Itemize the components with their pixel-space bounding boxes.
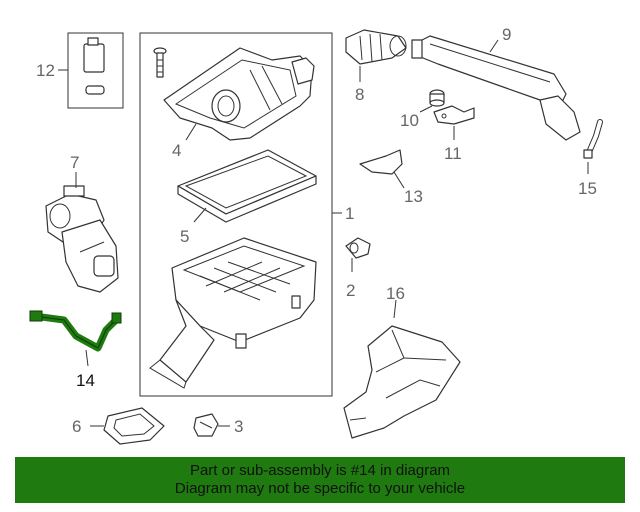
callout-7[interactable]: 7 [70, 153, 79, 172]
part-4-air-cleaner-cover[interactable] [163, 47, 315, 141]
callout-13[interactable]: 13 [404, 187, 423, 206]
air-cleaner-assembly-frame [139, 32, 333, 397]
part-16-air-duct[interactable] [343, 325, 461, 439]
leader-14 [85, 349, 89, 367]
part-13-bracket[interactable] [359, 149, 403, 175]
callout-1[interactable]: 1 [345, 204, 354, 223]
callout-12[interactable]: 12 [36, 61, 55, 80]
callout-15[interactable]: 15 [578, 179, 597, 198]
air-cleaner-lower-housing[interactable] [149, 237, 317, 389]
part-9-outlet-duct[interactable] [411, 35, 581, 141]
leader-5 [193, 207, 207, 223]
callout-16[interactable]: 16 [386, 284, 405, 303]
callout-5[interactable]: 5 [180, 227, 189, 246]
callout-10[interactable]: 10 [400, 111, 419, 130]
banner-line-1: Part or sub-assembly is #14 in diagram [189, 462, 451, 479]
leader-13 [393, 171, 405, 189]
leader-10 [419, 105, 433, 113]
part-6-seal[interactable] [103, 407, 165, 445]
callout-9[interactable]: 9 [502, 25, 511, 44]
callout-8[interactable]: 8 [355, 85, 364, 104]
callout-3[interactable]: 3 [234, 417, 243, 436]
cover-bolt[interactable] [153, 47, 167, 78]
part-3-grommet[interactable] [193, 413, 219, 437]
leader-4 [185, 123, 197, 141]
part-5-air-filter[interactable] [177, 149, 317, 223]
callout-11[interactable]: 11 [444, 144, 462, 163]
callout-4[interactable]: 4 [172, 141, 181, 160]
callout-6[interactable]: 6 [72, 417, 81, 436]
part-14-breather-hose[interactable] [29, 310, 122, 352]
part-12-sensor[interactable] [83, 37, 105, 95]
callout-14[interactable]: 14 [76, 371, 95, 390]
part-10-grommet[interactable] [429, 89, 445, 107]
part-15-hose[interactable] [583, 119, 603, 159]
leader-9 [489, 39, 499, 53]
banner-line-2: Diagram may not be specific to your vehi… [174, 480, 466, 497]
callout-2[interactable]: 2 [346, 281, 355, 300]
part-8-intake-duct[interactable] [345, 29, 407, 65]
part-11-bracket[interactable] [433, 105, 475, 125]
leader-16 [393, 299, 397, 319]
info-banner: Part or sub-assembly is #14 in diagram D… [15, 457, 625, 503]
part-7-resonator[interactable] [45, 185, 119, 293]
part-2-clip[interactable] [345, 237, 371, 259]
